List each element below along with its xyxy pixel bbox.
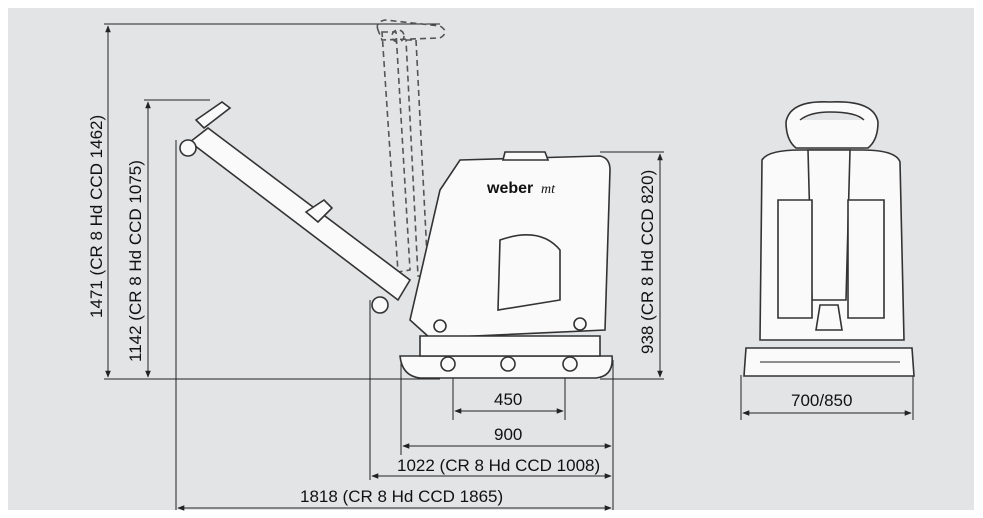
- handle-lowered: [179, 101, 412, 314]
- dim-height-handle: 1142 (CR 8 Hd CCD 1075): [126, 160, 145, 362]
- base-plate-side: [399, 335, 613, 379]
- dim-width-900: 900: [494, 425, 522, 444]
- horizontal-dimensions: [177, 408, 912, 511]
- reference-lines: [104, 23, 914, 510]
- machine-front-view: [743, 101, 915, 377]
- brand-logo: weber: [486, 180, 533, 197]
- dim-width-450: 450: [494, 390, 522, 409]
- brand-logo-suffix: mt: [541, 182, 556, 197]
- dim-front-width: 700/850: [791, 391, 852, 410]
- dim-height-body: 938 (CR 8 Hd CCD 820): [638, 170, 657, 354]
- dim-width-1022: 1022 (CR 8 Hd CCD 1008): [397, 456, 600, 475]
- dim-width-1818: 1818 (CR 8 Hd CCD 1865): [300, 487, 503, 506]
- vertical-dimensions: [105, 25, 663, 378]
- machine-side-body: weber mt: [409, 151, 611, 339]
- dim-height-total: 1471 (CR 8 Hd CCD 1462): [87, 115, 106, 318]
